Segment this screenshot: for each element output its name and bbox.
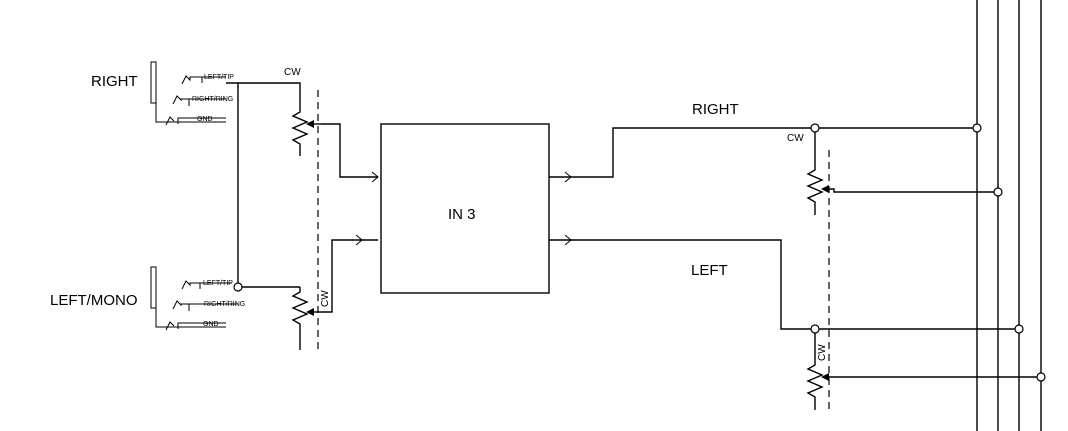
- in3-block: [380, 123, 550, 294]
- output-left-label: LEFT: [691, 262, 728, 279]
- pot-right-input: [291, 108, 379, 183]
- node-bus-3: [1014, 324, 1024, 334]
- jack-left-label: LEFT/MONO: [50, 292, 138, 309]
- pot-left-out-cw-label: CW: [817, 344, 828, 361]
- jack-right-tip-label: LEFT/TIP: [204, 74, 234, 81]
- node-bus-1: [972, 123, 982, 133]
- pot-right-cw-label: CW: [284, 67, 301, 78]
- jack-right-label: RIGHT: [91, 73, 138, 90]
- in3-block-label: IN 3: [448, 206, 476, 223]
- pot-right-out-cw-label: CW: [787, 133, 804, 144]
- jack-left-ring-label: RIGHT/RING: [204, 301, 245, 308]
- output-left-wire: [549, 234, 1015, 330]
- jack-right-ring-label: RIGHT/RING: [192, 96, 233, 103]
- node-bus-4: [1036, 372, 1046, 382]
- jack-left-gnd-label: GND: [203, 321, 219, 328]
- output-right-wire: [549, 127, 973, 183]
- pot-left-cw-label: CW: [320, 290, 331, 307]
- pot-left-output: [806, 333, 1037, 410]
- bus-lines: [976, 0, 1042, 431]
- jack-right-gnd-label: GND: [197, 116, 213, 123]
- junction-node: [233, 282, 243, 292]
- pot-left-input: [291, 234, 378, 350]
- pot-right-output: [806, 132, 994, 215]
- jack-link-wire: [226, 82, 301, 285]
- node-right-out: [810, 123, 820, 133]
- jack-right: [150, 61, 226, 126]
- output-right-label: RIGHT: [692, 101, 739, 118]
- node-left-out: [810, 324, 820, 334]
- jack-left-tip-label: LEFT/TIP: [203, 280, 233, 287]
- jack-left: [150, 266, 238, 331]
- node-bus-2: [993, 187, 1003, 197]
